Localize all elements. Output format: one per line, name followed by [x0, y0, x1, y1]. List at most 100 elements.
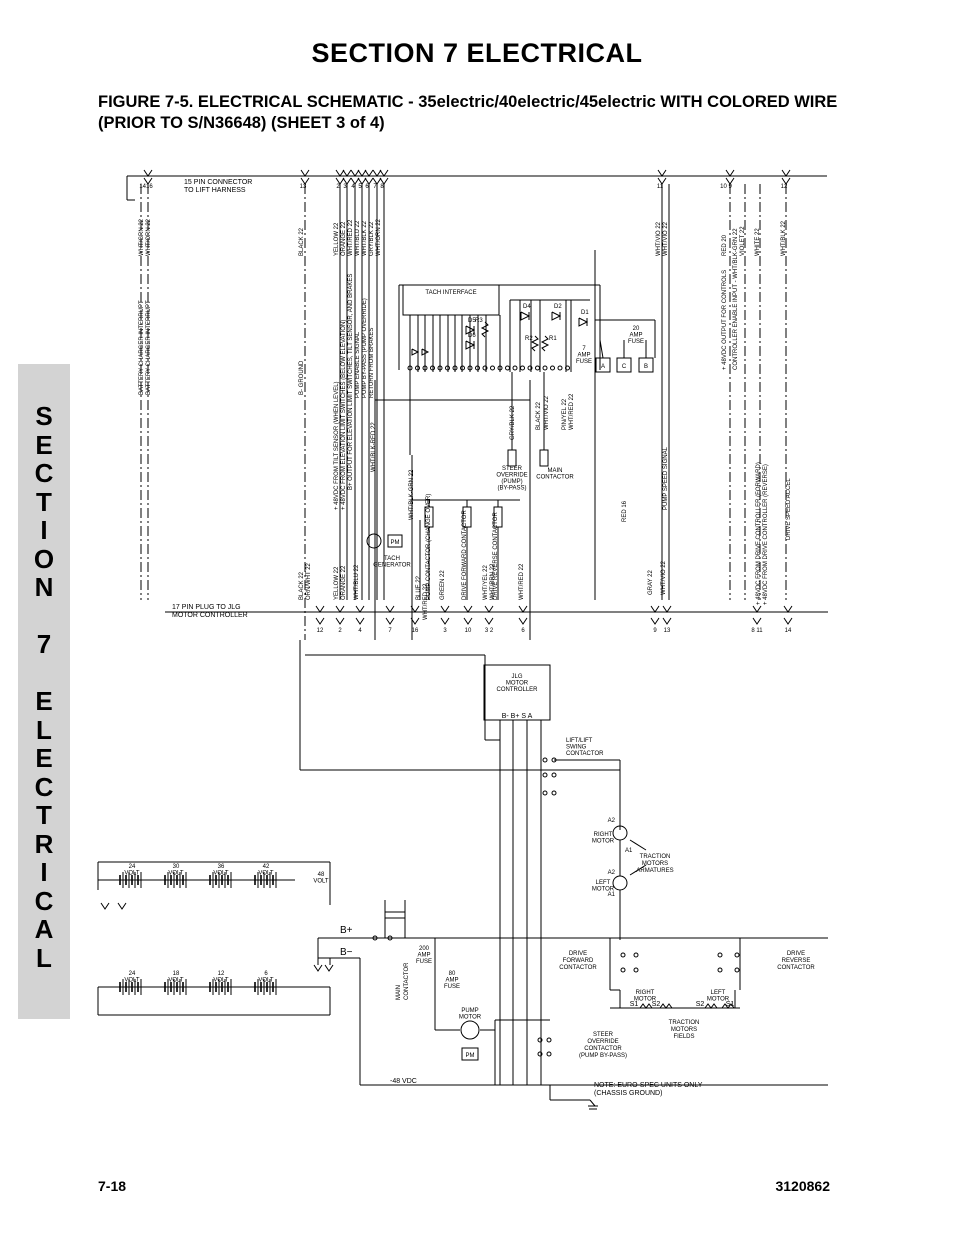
section-title: SECTION 7 ELECTRICAL	[311, 38, 643, 68]
function-label: + 48VDC FROM ELEVATION LIMIT SWITCHES (B…	[341, 320, 347, 510]
wire	[313, 964, 323, 972]
wire-label: GRY/BLK 22	[510, 405, 516, 440]
plug-pin-label: 9	[653, 628, 657, 634]
wire-label: GREEN 22	[440, 570, 446, 600]
connector-pin-label: 1416	[139, 184, 153, 190]
wire-label: WHITE 22	[755, 228, 761, 256]
connector-pin-label: 13	[300, 184, 307, 190]
side-tab-letter: L	[36, 714, 52, 745]
terminal	[557, 365, 563, 371]
wire	[589, 1099, 596, 1107]
wire-label: ORN/WHT 22	[306, 562, 312, 600]
wire	[440, 605, 450, 613]
wire	[342, 169, 352, 177]
plug-pin-label: 16	[412, 628, 419, 634]
d4-diode-label: D4	[523, 304, 531, 310]
terminal	[565, 365, 570, 371]
wire	[315, 617, 325, 625]
wire	[463, 617, 473, 625]
wire-label: RED 16	[622, 500, 628, 522]
wire	[578, 317, 589, 327]
terminal	[537, 1051, 543, 1057]
side-tab-letter: E	[35, 743, 53, 773]
schematic-label: C	[622, 364, 627, 370]
wire-label: WHT/RED 22	[519, 563, 525, 600]
wire	[324, 964, 334, 972]
euro-spec-note: NOTE: EURO-SPEC UNITS ONLY(CHASSIS GROUN…	[594, 1082, 703, 1097]
wire	[465, 340, 476, 350]
schematic-wiring	[97, 169, 828, 1110]
side-tab-letter: T	[36, 486, 52, 517]
wire	[357, 169, 367, 177]
wire	[520, 311, 531, 321]
plug-pin-label: 3 2	[485, 628, 494, 634]
terminal	[430, 365, 435, 371]
r1-resistor-label: R1	[549, 336, 557, 342]
b-minus-label: B−	[340, 947, 353, 958]
wire-label: WHT/VIO 22	[663, 221, 669, 256]
plug-pin-label: 8 11	[751, 628, 763, 634]
wire	[463, 605, 473, 613]
wire-label: WHT/RED 22	[348, 219, 354, 256]
wire	[100, 902, 110, 910]
function-label: PUMP ENABLE SIGNAL	[355, 331, 361, 398]
wire	[335, 617, 345, 625]
schematic-label: A1	[625, 848, 633, 854]
terminal	[497, 365, 503, 371]
wire	[355, 605, 365, 613]
jlg-motor-controller	[483, 664, 551, 721]
wire-label: GRAY 22	[648, 570, 654, 595]
wire-label: BLACK 22	[536, 401, 542, 430]
wire	[540, 335, 550, 352]
connector-pin-label: 12	[781, 184, 788, 190]
side-tab-letter: R	[34, 828, 54, 859]
wire	[518, 605, 528, 613]
function-label: DRIVE SPEED ACCEL	[786, 478, 792, 540]
wire-label: ORANGE 22	[341, 221, 347, 256]
pm-box	[387, 534, 403, 548]
schematic-label: A2	[608, 870, 616, 876]
wire-label: ORANGE 22	[341, 565, 347, 600]
wire	[662, 605, 672, 613]
wire-label: PIN/YEL 22	[562, 398, 568, 430]
main-contactor-coil	[384, 911, 406, 919]
plug-pin-label: 14	[785, 628, 792, 634]
side-tab-letter: A	[34, 914, 54, 944]
wire	[659, 1003, 673, 1009]
wire-label: GRY/BLK 22	[369, 221, 375, 256]
schematic-label: PM	[391, 540, 400, 546]
wire	[781, 169, 791, 177]
wire-label: WHT/BLU 22	[354, 564, 360, 600]
function-label: PUMP BY-PASS (PUMP OVERRIDE)	[362, 298, 368, 398]
wire	[355, 617, 365, 625]
wire-label: WHT/BLU 22	[355, 220, 361, 256]
connector-pin-label: 3	[343, 184, 347, 190]
wire	[650, 605, 660, 613]
terminal	[546, 1037, 552, 1043]
left-motor-armature	[612, 875, 628, 891]
terminal	[415, 365, 420, 371]
terminal	[550, 365, 555, 371]
wire	[385, 617, 395, 625]
side-tab-letter: N	[34, 572, 54, 602]
wire	[518, 617, 528, 625]
figure-caption: FIGURE 7-5. ELECTRICAL SCHEMATIC - 35ele…	[98, 93, 838, 132]
wire	[300, 169, 310, 177]
wire	[599, 339, 604, 359]
side-tab-letter: T	[36, 800, 52, 830]
wire	[335, 169, 345, 177]
pm-box	[461, 1047, 479, 1061]
